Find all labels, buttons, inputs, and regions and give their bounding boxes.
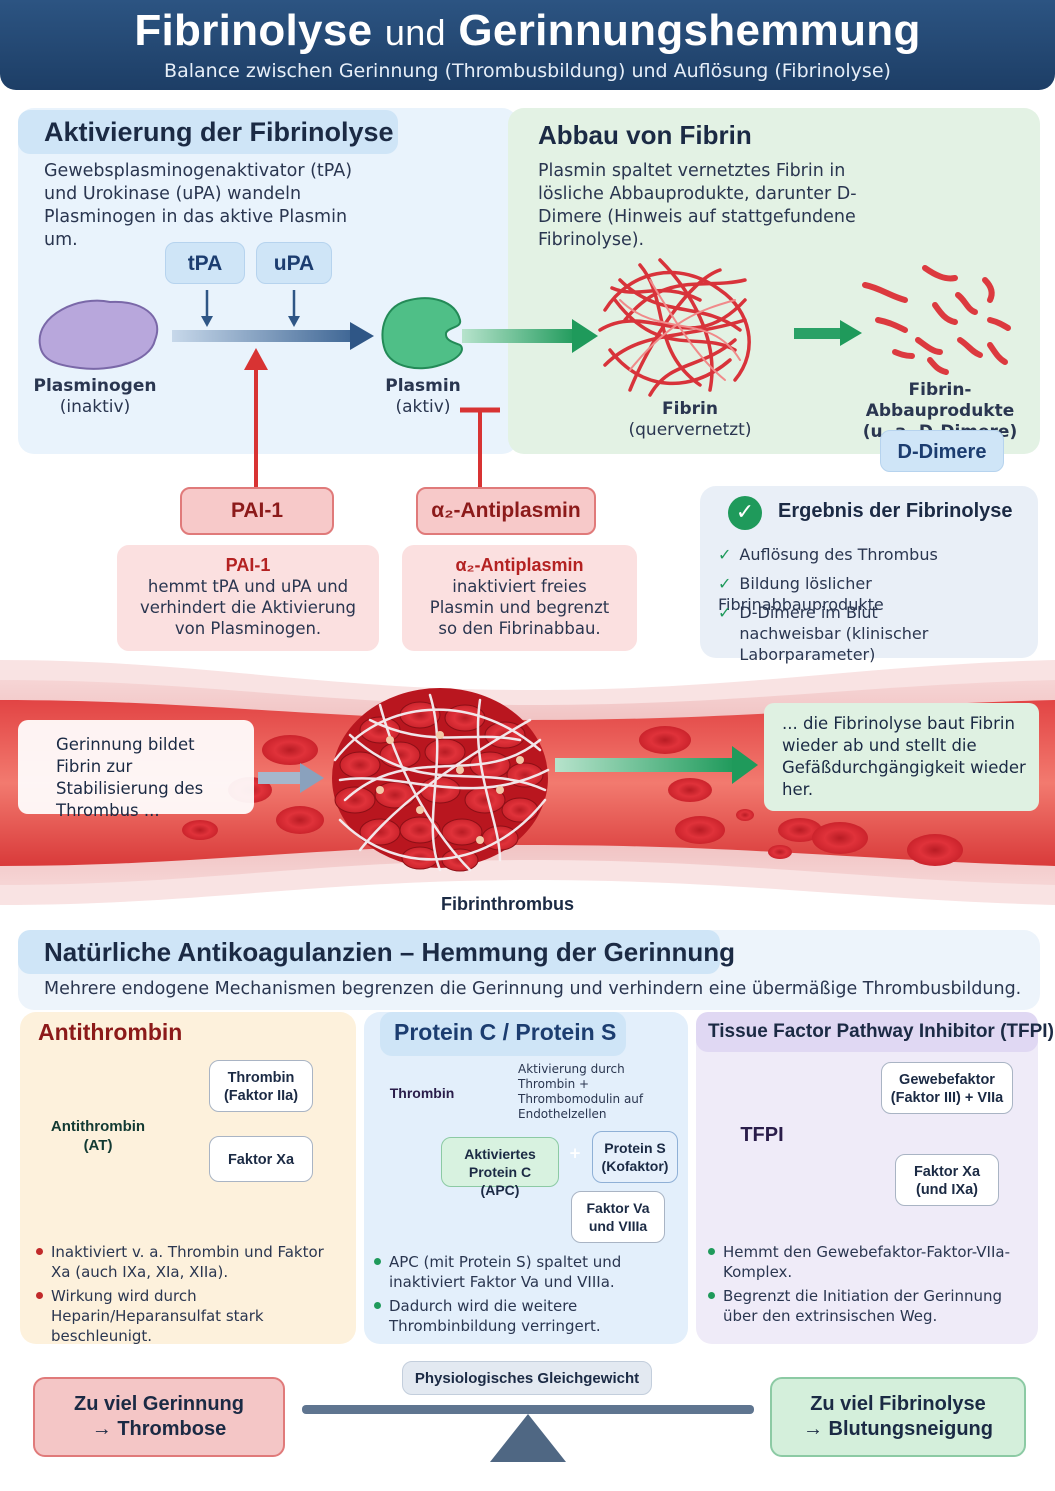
activation-title-tag [18, 110, 398, 154]
tfpi-factor-xa-box: Faktor Xa (und IXa) [895, 1154, 999, 1206]
proteinc-title-tag [380, 1012, 626, 1056]
pai1-tag: PAI-1 [180, 487, 334, 535]
tfpi-bullet: Hemmt den Gewebefaktor-Faktor-VIIa-Kompl… [708, 1242, 1030, 1282]
tfpi-molecule-label: TFPI [740, 1124, 784, 1146]
antithrombin-bullet: Wirkung wird durch Heparin/Heparansulfat… [36, 1286, 346, 1346]
result-item: ✓D-Dimere im Blut nachweisbar (klinische… [718, 603, 929, 664]
tfpi-bullet: Begrenzt die Initiation der Gerinnung üb… [708, 1286, 1030, 1326]
tpa-label: tPA [165, 242, 245, 284]
thrombus-caption: Fibrinthrombus [441, 894, 574, 914]
antithrombin-title: Antithrombin [38, 1019, 183, 1045]
factor-va-box: Faktor Va und VIIIa [571, 1191, 665, 1243]
proteinc-activation-note: Aktivierung durch Thrombin + Thrombomodu… [518, 1062, 644, 1121]
factor-xa-target-box: Faktor Xa [209, 1136, 313, 1182]
proteinc-bullet: Dadurch wird die weitere Thrombinbildung… [374, 1296, 680, 1336]
check-icon: ✓ [718, 603, 732, 622]
thrombin-molecule-label: Thrombin [389, 1085, 455, 1101]
anticoag-intro: Mehrere endogene Mechanismen begrenzen d… [44, 979, 1022, 999]
check-icon: ✓ [718, 574, 732, 593]
degradation-text: Plasmin spaltet vernetztes Fibrin in lös… [538, 161, 857, 250]
balance-fulcrum [490, 1414, 566, 1462]
balance-label: Physiologisches Gleichgewicht [402, 1361, 652, 1395]
vessel-right-text: ... die Fibrinolyse baut Fibrin wieder a… [764, 703, 1039, 811]
balance-beam [302, 1405, 754, 1414]
proteinc-title: Protein C / Protein S [394, 1019, 617, 1045]
proteinc-bullet: APC (mit Protein S) spaltet und inaktivi… [374, 1252, 680, 1292]
degradation-title: Abbau von Fibrin [538, 120, 752, 150]
pai1-info-box: PAI-1 hemmt tPA und uPA und verhindert d… [117, 545, 379, 651]
tfpi-title: Tissue Factor Pathway Inhibitor (TFPI) [708, 1021, 1054, 1042]
plus-icon: + [568, 1144, 582, 1162]
anticoag-title: Natürliche Antikoagulanzien – Hemmung de… [44, 937, 736, 967]
alpha2-antiplasmin-tag: α₂-Antiplasmin [416, 487, 596, 535]
too-much-coagulation-box: Zu viel Gerinnung→ Thrombose [33, 1377, 285, 1457]
antithrombin-bullet: Inaktiviert v. a. Thrombin und Faktor Xa… [36, 1242, 346, 1282]
ddimer-pill: D-Dimere [880, 430, 1004, 472]
result-item: ✓Auflösung des Thrombus [718, 545, 938, 564]
tfpi-title-tag [696, 1012, 1038, 1052]
plasminogen-molecule [38, 299, 159, 370]
thrombin-target-box: Thrombin (Faktor IIa) [209, 1060, 313, 1112]
alpha2-info-box: α₂-Antiplasmin inaktiviert freies Plasmi… [402, 545, 637, 651]
checkmark-circle-icon: ✓ [728, 496, 762, 530]
red-blood-cells [182, 726, 963, 866]
apc-box: Aktiviertes Protein C (APC) [441, 1137, 559, 1198]
activation-text: Gewebsplasminogenaktivator (tPA) und Uro… [44, 161, 353, 250]
check-icon: ✓ [718, 545, 732, 564]
tissue-factor-box: Gewebefaktor (Faktor III) + VIIa [881, 1062, 1013, 1114]
anticoag-title-tag [18, 930, 720, 974]
page-subtitle: Balance zwischen Gerinnung (Thrombusbild… [164, 60, 891, 82]
antithrombin-molecule-label: Antithrombin (AT) [50, 1118, 146, 1154]
header-banner [0, 0, 1055, 90]
protein-s-box: Protein S (Kofaktor) [592, 1131, 678, 1183]
plasminogen-label: Plasminogen(inaktiv) [33, 376, 157, 417]
result-title: Ergebnis der Fibrinolyse [778, 500, 1013, 522]
page-title: Fibrinolyse und Gerinnungshemmung [134, 6, 921, 55]
vessel-left-text: Gerinnung bildet Fibrin zur Stabilisieru… [18, 720, 254, 820]
upa-label: uPA [256, 242, 332, 284]
activation-title: Aktivierung der Fibrinolyse [44, 117, 394, 147]
too-much-fibrinolysis-box: Zu viel Fibrinolyse→ Blutungsneigung [770, 1377, 1026, 1457]
fibrin-fragments [862, 265, 1011, 375]
plasmin-label: Plasmin(aktiv) [385, 376, 461, 417]
plasmin-molecule [381, 297, 463, 370]
result-item: ✓Bildung löslicher Fibrinabbauprodukte [718, 574, 884, 614]
fibrin-label: Fibrin(quervernetzt) [628, 399, 752, 440]
fibrin-thrombus [332, 688, 550, 872]
